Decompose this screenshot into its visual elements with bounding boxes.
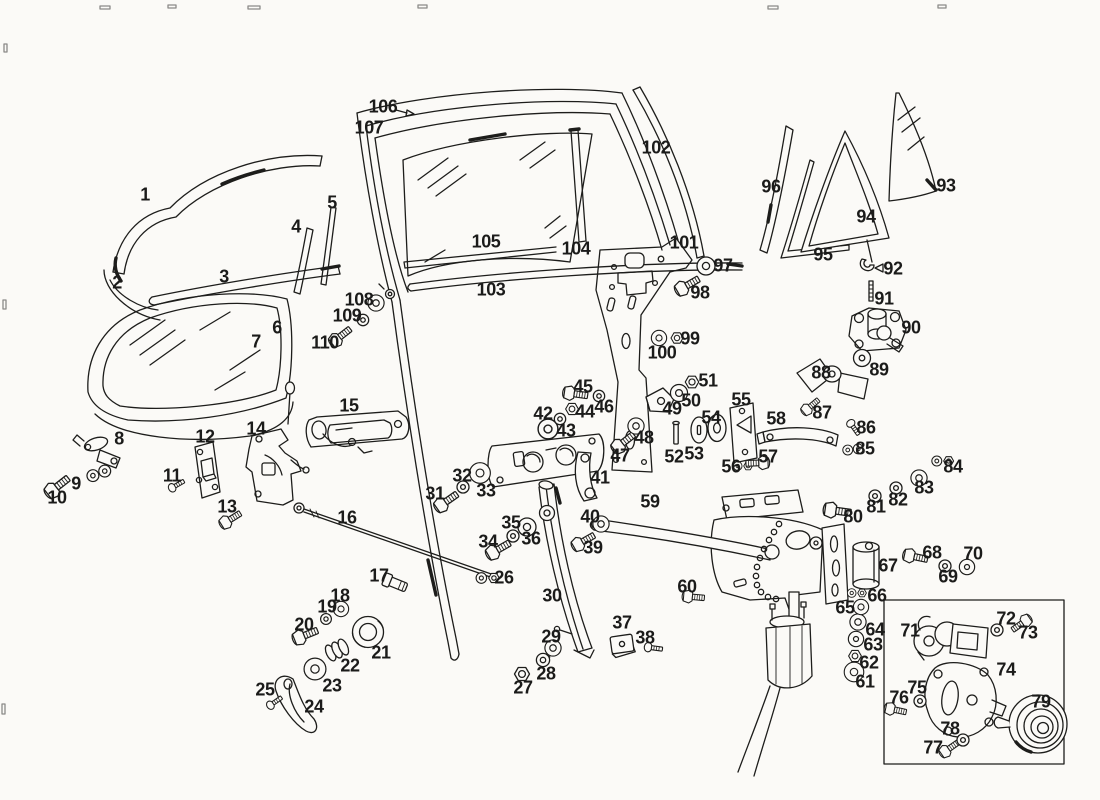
washer-icon-part-97 — [696, 256, 716, 276]
bolt-icon-part-31 — [430, 487, 463, 516]
bolt-icon-part-80 — [821, 500, 853, 522]
washer-icon-part-36 — [517, 517, 537, 537]
washer-icon-part-83 — [910, 469, 928, 487]
gear-housing — [924, 662, 1007, 738]
bolt-icon-part-10 — [40, 471, 74, 503]
screw-icon-part-38 — [643, 641, 664, 655]
nut-icon-part-99 — [670, 332, 684, 344]
washer-icon-part-65 — [852, 598, 870, 616]
washer-sm-icon-part-43 — [553, 412, 567, 426]
stud-icon-part-91 — [868, 280, 874, 302]
motor-inset-box — [883, 599, 1068, 765]
washer-icon-part-18 — [332, 600, 350, 618]
bolt-icon-part-68 — [900, 546, 930, 568]
washer-sm-icon-part-72 — [990, 623, 1004, 637]
quarter-glass-and-seal — [87, 293, 294, 440]
washer-sm-icon-part-46 — [592, 389, 606, 403]
washer-sm-icon-part-82 — [889, 481, 903, 495]
interior-handle — [274, 675, 318, 734]
washer-sm-icon-part-78 — [956, 733, 970, 747]
front-window-frame — [103, 154, 341, 321]
nut-icon-part-62 — [848, 649, 862, 663]
nutw-icon-part-26 — [475, 572, 500, 584]
bolt-icon-part-45 — [561, 384, 590, 404]
washer-icon-part-50 — [669, 383, 689, 403]
check-strap — [72, 434, 121, 469]
bolt-icon-part-76 — [882, 700, 909, 719]
wedge-plate — [729, 402, 758, 464]
remote-control-unit — [305, 410, 410, 454]
bolt-icon-part-13 — [216, 506, 245, 533]
nut-icon-part-51 — [684, 375, 700, 389]
bolt-icon-part-98 — [671, 271, 704, 300]
bolt-icon-part-20 — [289, 622, 321, 648]
window-regulator — [589, 489, 849, 777]
connecting-rod — [293, 502, 498, 580]
screw-icon-part-86 — [844, 417, 863, 438]
washer-icon-part-48 — [627, 417, 645, 435]
grommet-icon-part-70 — [958, 558, 976, 576]
link-arm — [756, 427, 839, 447]
washer2-icon-part-85 — [842, 443, 864, 456]
washer-sm-icon-part-81 — [868, 489, 882, 503]
stop-bracket — [645, 387, 675, 413]
door-hinge — [848, 307, 907, 353]
lockwasher-icon-part-28 — [535, 652, 551, 668]
washer-icon-part-100 — [650, 329, 668, 347]
ring-lg-icon-part-61 — [843, 661, 865, 683]
washer-icon-part-108 — [367, 294, 385, 312]
rear-quarter-windows — [759, 92, 938, 263]
disc-icon-part-53 — [690, 416, 708, 444]
nutw-icon-part-84 — [931, 455, 955, 467]
wedge-icon-part-92 — [874, 263, 884, 273]
nutw-icon-part-66 — [846, 588, 867, 598]
ring-lg-icon-part-23 — [303, 657, 327, 681]
bolt-icon-part-87 — [798, 394, 823, 419]
scan-artifacts — [1, 4, 947, 715]
grommet-icon-part-89 — [852, 348, 872, 368]
lock-arm — [574, 451, 598, 502]
ring-lg-icon-part-33 — [469, 462, 491, 484]
nut-icon-part-44 — [565, 402, 579, 416]
door-latch — [245, 381, 310, 506]
motor-body — [913, 615, 989, 661]
pin-icon-part-52 — [672, 420, 680, 445]
striker-plate — [194, 441, 221, 499]
spring3-icon-part-22 — [322, 636, 352, 664]
bolt-icon-part-73 — [1008, 611, 1035, 636]
washer-icon-part-29 — [544, 639, 562, 657]
cyl-icon-part-17 — [380, 572, 410, 595]
washer-sm-icon-part-32 — [456, 480, 470, 494]
bolt-icon-part-39 — [568, 528, 599, 555]
washer-sm-icon-part-19 — [320, 613, 332, 625]
glass-run-channel — [538, 480, 595, 659]
washer-icon-part-64 — [849, 613, 867, 631]
washer-sm-icon-part-35 — [506, 529, 520, 543]
washer-sm-icon-part-69 — [938, 559, 952, 573]
block-icon-part-37 — [609, 633, 637, 659]
door-frame-and-glass — [356, 86, 744, 661]
spacer-bushing — [852, 541, 880, 590]
spiral-spring — [993, 694, 1068, 754]
washer-sm-icon-part-109 — [356, 313, 370, 327]
disc2-icon-part-54 — [707, 413, 727, 443]
screw-icon-part-11 — [166, 476, 187, 494]
washer-sm-icon-part-75 — [913, 694, 927, 708]
hinge-wing — [796, 358, 869, 400]
bolt-icon-part-60 — [681, 589, 706, 605]
washer-icon-part-40 — [592, 515, 610, 533]
grommet-icon-part-63 — [847, 630, 865, 648]
washer2-icon-part-9 — [84, 463, 113, 484]
bolt-icon-part-110 — [325, 322, 356, 351]
nut-icon-part-27 — [513, 666, 531, 682]
bezel-icon-part-21 — [351, 615, 385, 649]
